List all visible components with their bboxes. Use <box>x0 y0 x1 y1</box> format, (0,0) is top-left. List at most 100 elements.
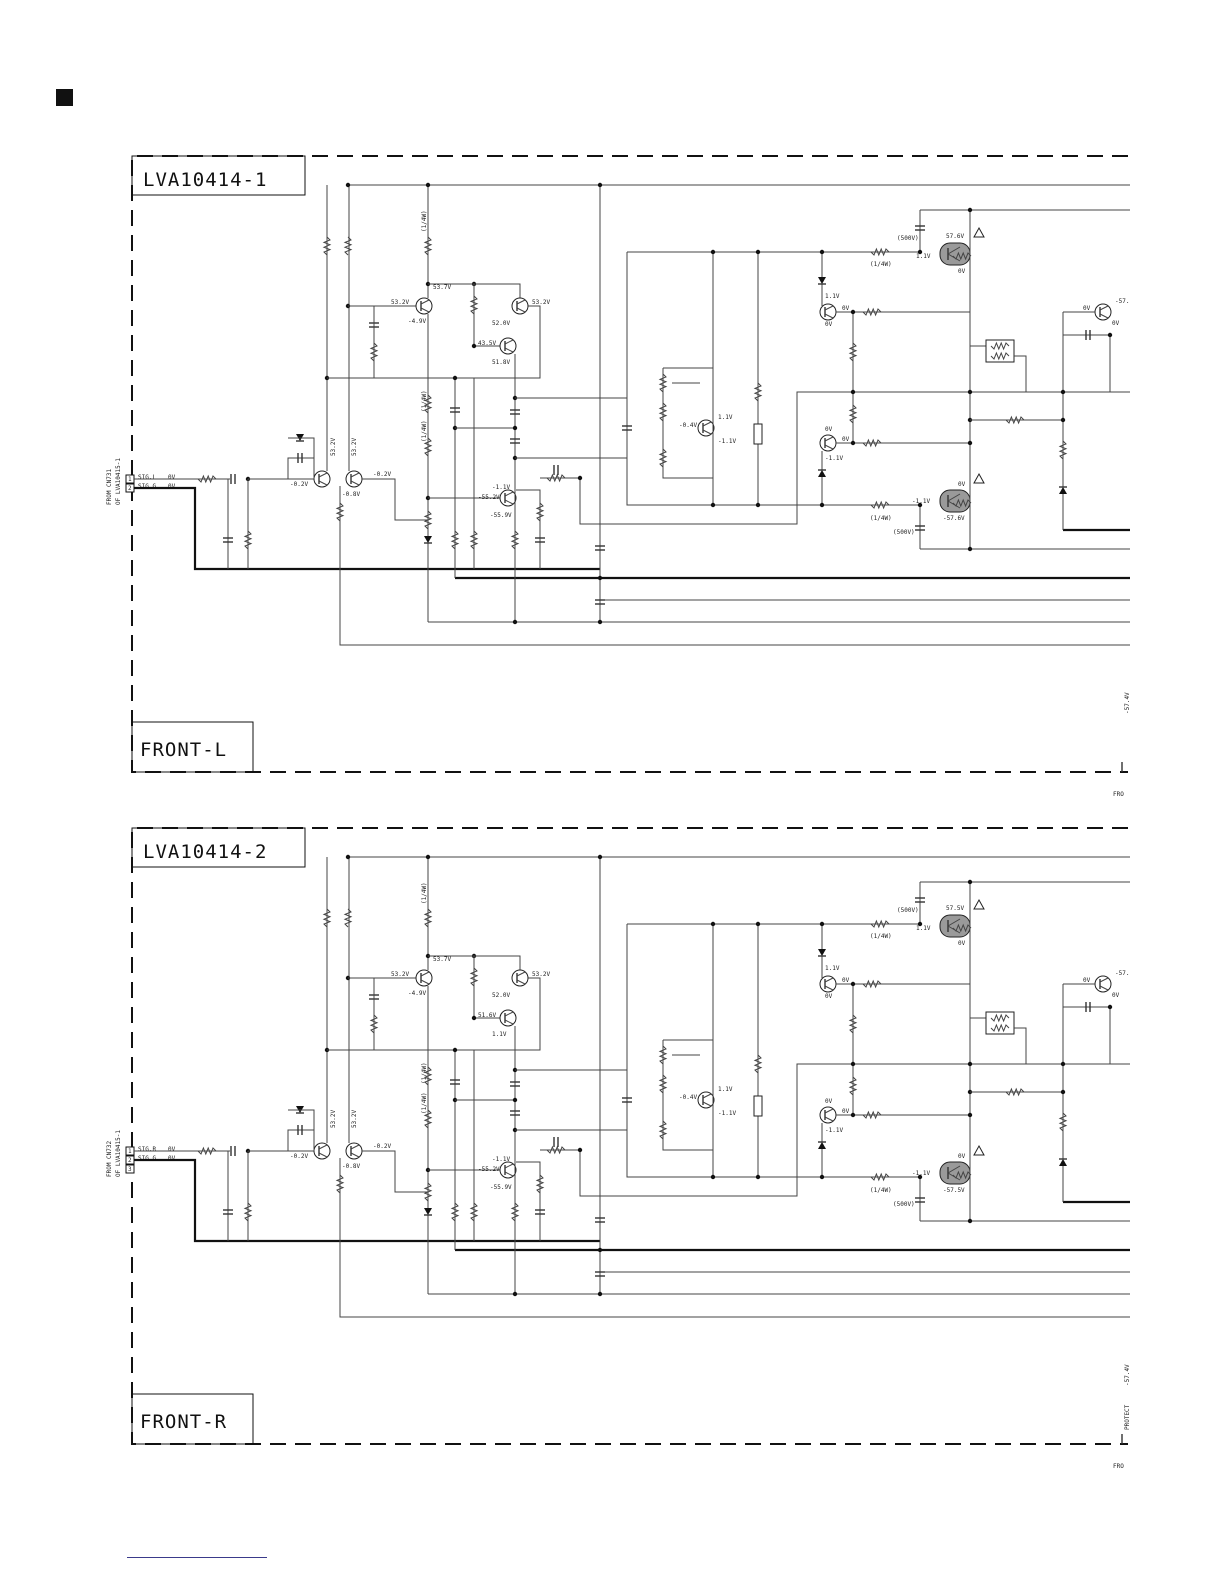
relay-out <box>1014 1027 1027 1064</box>
transistor-emitter <box>824 313 834 319</box>
diode-symbol <box>1059 487 1067 494</box>
signal-name: SIG.L <box>138 474 156 481</box>
bias-pot-bottom <box>662 1040 713 1151</box>
diode-symbol <box>818 470 826 477</box>
voltage-label: -57. <box>1115 970 1129 977</box>
transistor-emitter <box>824 985 834 991</box>
resistor-symbol <box>952 498 972 508</box>
part-rating: (500V) <box>897 235 919 242</box>
resistor-symbol <box>848 342 858 362</box>
module-lead <box>947 918 961 927</box>
ground-bus <box>193 1162 600 1243</box>
voltage-label: -57. <box>1115 298 1129 305</box>
voltage-label: 0V <box>825 426 833 433</box>
warning-icon <box>973 472 985 484</box>
transistor-collector <box>1099 305 1109 311</box>
junction-dot <box>597 182 603 188</box>
continuation-label: FRO <box>1113 1463 1124 1470</box>
transistor-collector <box>318 472 328 478</box>
output-transistor-module <box>939 242 971 266</box>
junction-dot <box>345 182 351 188</box>
voltage-label: 0V <box>842 977 850 984</box>
resistor-rating: (1/4W) <box>421 420 428 442</box>
resistor-symbol <box>990 351 1010 361</box>
voltage-label: 53.2V <box>330 438 337 456</box>
feedback-path <box>540 391 1063 525</box>
transistor-collector <box>824 436 834 442</box>
resistor-symbol <box>510 1202 520 1222</box>
predriver-transistor <box>499 1161 517 1179</box>
junction-dot <box>1060 1061 1066 1067</box>
feedback-line <box>339 512 1130 646</box>
transistor-emitter <box>350 1152 360 1158</box>
protect-transistor <box>1094 303 1112 321</box>
voltage-label: -55.2V <box>478 1166 500 1173</box>
resistor-symbol <box>862 979 882 989</box>
transistor-collector <box>350 472 360 478</box>
resistor-symbol <box>243 530 253 550</box>
transistor-emitter <box>420 979 430 985</box>
voltage-label: -0.2V <box>290 481 308 488</box>
voltage-label: -4.9V <box>408 990 426 997</box>
resistor-symbol <box>870 500 890 510</box>
transistor-emitter <box>1099 313 1109 319</box>
voltage-label: 0V <box>825 1098 833 1105</box>
junction-dot <box>710 502 716 508</box>
voltage-label: -1.1V <box>492 484 510 491</box>
resistor-symbol <box>322 908 332 928</box>
resistor-symbol <box>510 530 520 550</box>
transistor-collector <box>824 305 834 311</box>
voltage-label: 57.6V <box>946 233 964 240</box>
junction-dot <box>819 1174 825 1180</box>
resistor-symbol <box>197 1146 217 1156</box>
output-transistor-module <box>939 489 971 513</box>
module-lead <box>947 493 961 502</box>
predriver-out <box>516 489 541 569</box>
transistor-emitter <box>516 979 526 985</box>
protect-transistor <box>1094 975 1112 993</box>
transistor-emitter <box>702 1101 712 1107</box>
voltage-label: 1.1V <box>718 414 733 421</box>
junction-dot <box>917 249 923 255</box>
transistor-collector <box>702 421 712 427</box>
junction-dot <box>967 1112 973 1118</box>
resistor-symbol <box>1005 1087 1025 1097</box>
connector-pin-number: 3 <box>128 1166 132 1173</box>
connector-pin-number: 1 <box>128 476 132 483</box>
voltage-label: 0V <box>958 481 966 488</box>
junction-dot <box>1107 1004 1113 1010</box>
diode-symbol <box>818 1142 826 1149</box>
resistor-symbol <box>862 1110 882 1120</box>
resistor-symbol <box>469 967 479 987</box>
ground-bus <box>193 490 600 571</box>
voltage-label: -57.6V <box>943 515 965 522</box>
transistor-emitter <box>504 1171 514 1177</box>
transistor-emitter <box>504 347 514 353</box>
resistor-symbol <box>753 1054 763 1074</box>
relay-symbol <box>985 1011 1015 1035</box>
connector-pin-number: 2 <box>128 1157 132 1164</box>
voltage-label: 52.0V <box>492 992 510 999</box>
voltage-label: 0V <box>842 1108 850 1115</box>
warning-icon <box>973 226 985 238</box>
transistor-collector <box>504 491 514 497</box>
resistor-rating: (1/4W) <box>421 1062 428 1084</box>
diff-transistor-b <box>345 1142 363 1160</box>
voltage-label: 1.1V <box>825 293 840 300</box>
module-lead <box>947 1165 961 1174</box>
board-frame <box>131 155 1128 773</box>
drive-bottom <box>626 252 920 506</box>
resistor-symbol <box>952 923 972 933</box>
junction-dot <box>850 1061 856 1067</box>
transistor-emitter <box>824 1116 834 1122</box>
signal-name: SIG.R <box>138 1146 156 1153</box>
resistor-symbol <box>870 1172 890 1182</box>
warning-icon <box>973 1144 985 1156</box>
resistor-symbol <box>952 1170 972 1180</box>
relay-symbol <box>985 339 1015 363</box>
part-rating: (1/4W) <box>870 1187 892 1194</box>
resistor-symbol <box>848 404 858 424</box>
resistor-symbol <box>658 1045 668 1065</box>
resistor-symbol <box>535 502 545 522</box>
transistor-collector <box>504 339 514 345</box>
